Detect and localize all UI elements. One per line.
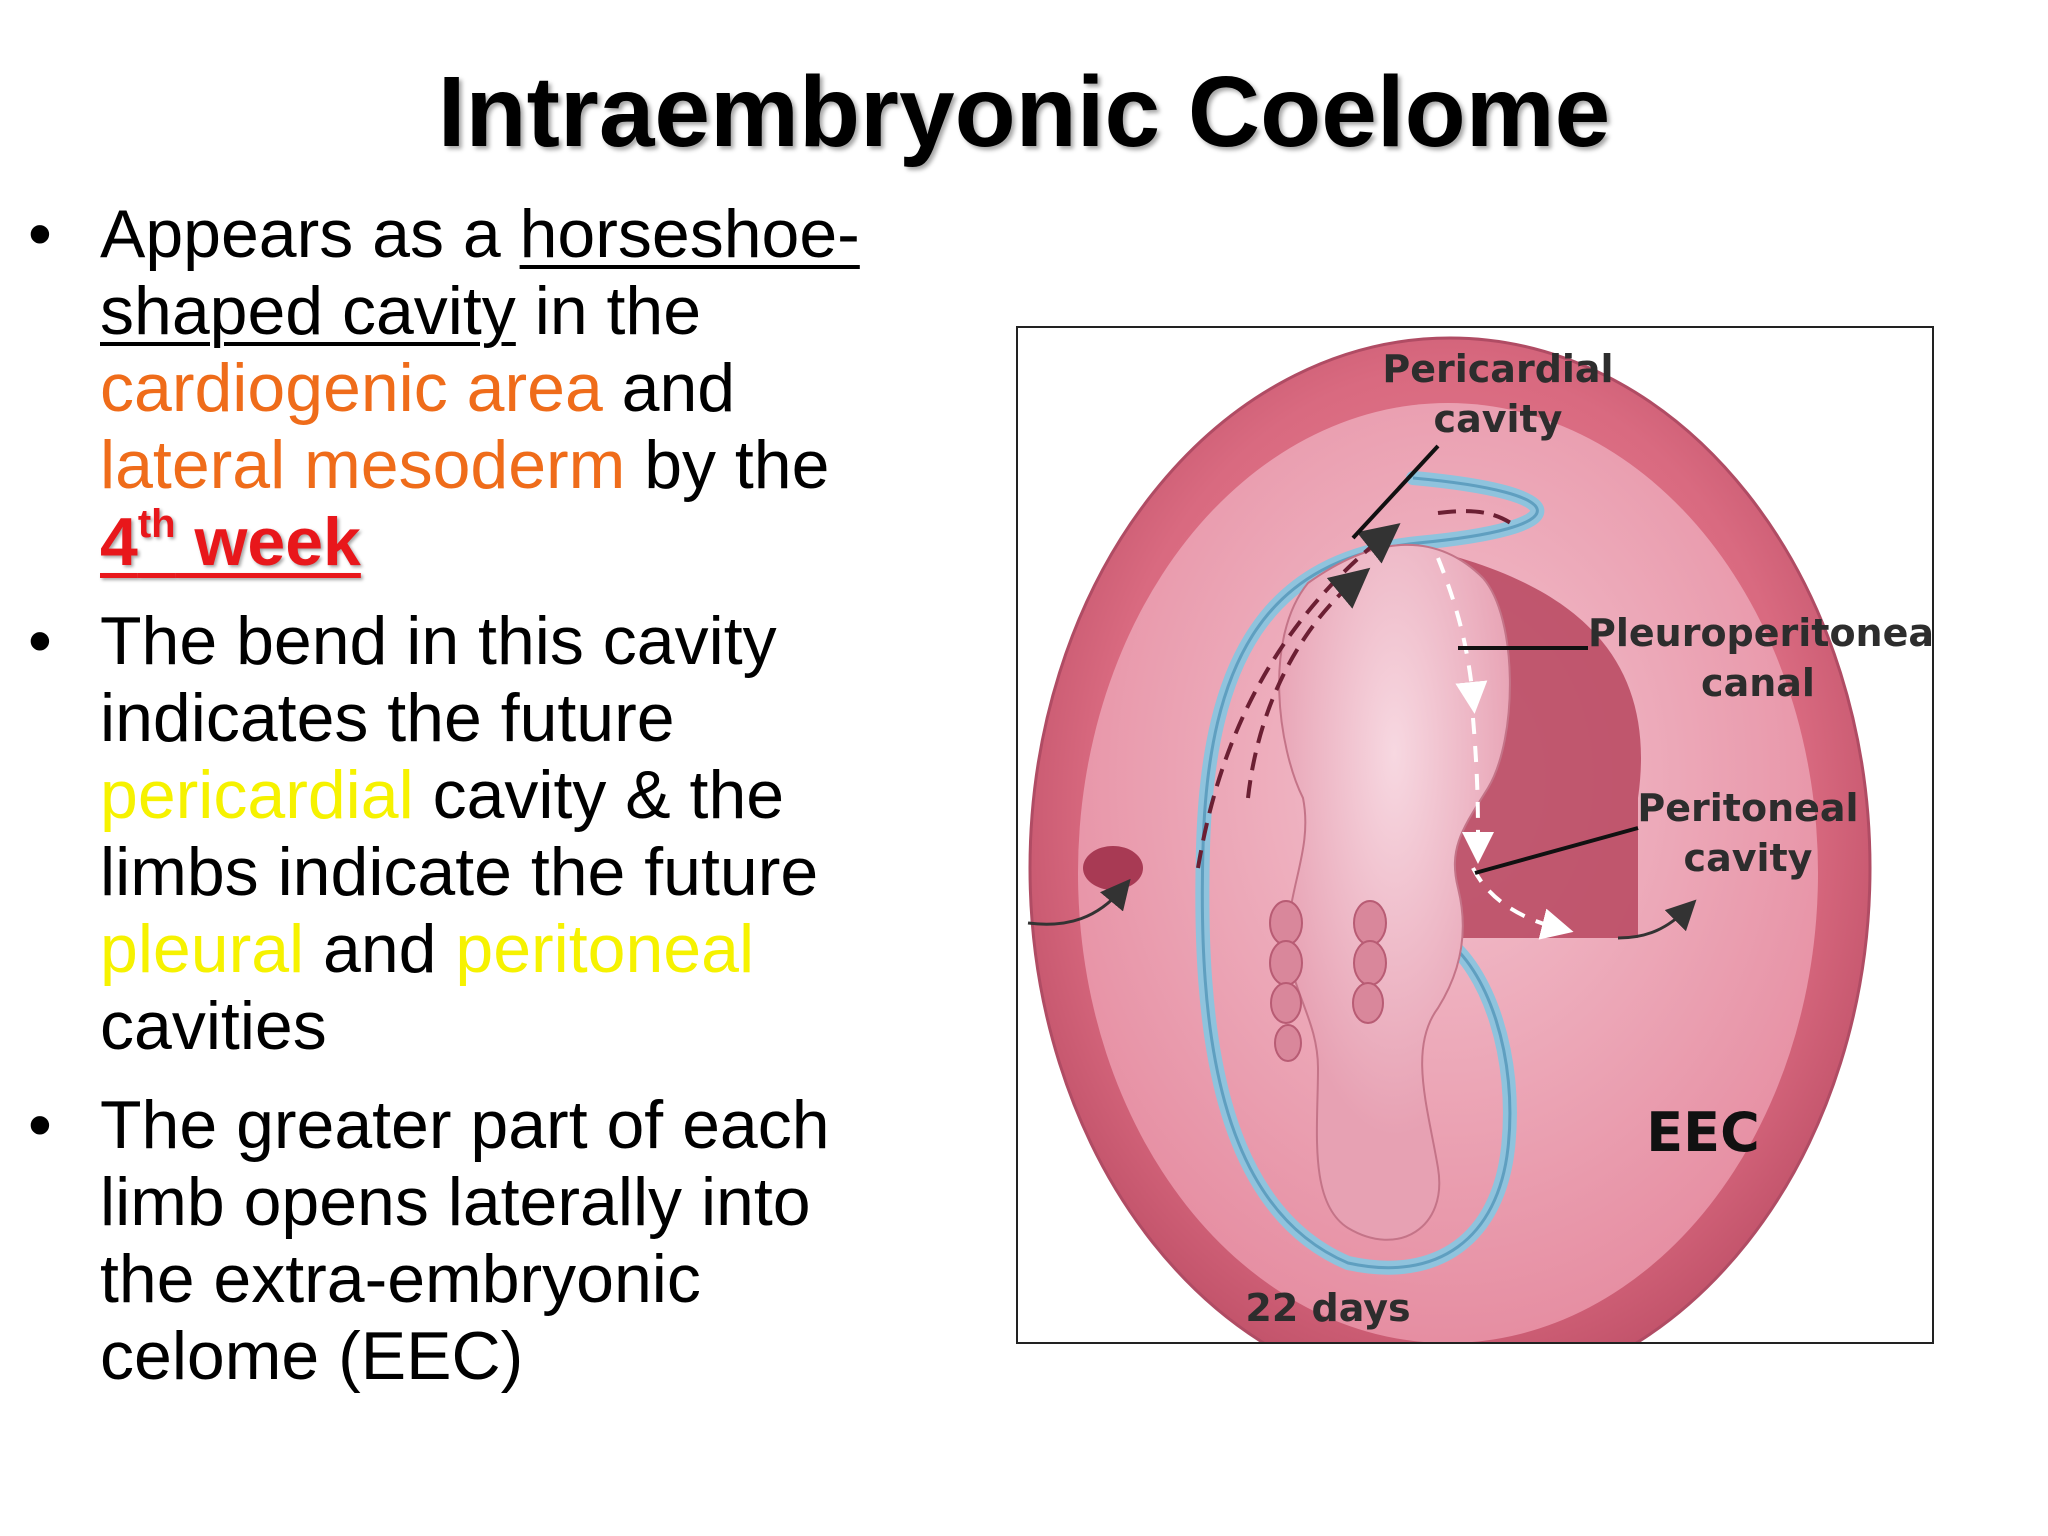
- right-exit-arrow: [1617, 899, 1697, 940]
- embryo-illustration: [1027, 336, 1872, 1342]
- bullet-text: cavities: [100, 988, 327, 1064]
- left-exit-arrow: [1027, 878, 1131, 926]
- label-eec: EEC: [1646, 1101, 1760, 1164]
- bullet-text: in the: [515, 273, 702, 349]
- label-age: 22 days: [1245, 1286, 1411, 1330]
- label-pleuroperitoneal-canal: Pleuroperitoneal canal: [1588, 611, 1934, 705]
- bullet-text: Appears as a: [100, 196, 520, 272]
- bullet-text: cavity & the limbs indicate the future: [100, 757, 819, 910]
- somites: [1269, 900, 1387, 1062]
- bullet-dot-icon: •: [28, 196, 52, 272]
- embryonic-plate: [1278, 543, 1511, 1241]
- bullet-item: • The greater part of each limb opens la…: [20, 1087, 920, 1395]
- underlined-term: horseshoe-shaped cavity: [100, 196, 860, 349]
- week-number: 4: [100, 504, 138, 580]
- bullet-text: and: [602, 350, 736, 426]
- highlight-cardiogenic: cardiogenic area: [100, 350, 603, 426]
- bullet-dot-icon: •: [28, 1087, 52, 1163]
- bullet-text: The bend in this cavity indicates the fu…: [100, 603, 777, 756]
- highlight-lateral-mesoderm: lateral mesoderm: [100, 427, 626, 503]
- bullet-dot-icon: •: [28, 603, 52, 679]
- highlight-pleural: pleural: [100, 911, 305, 987]
- bullet-text: by the: [625, 427, 830, 503]
- bullet-item: • Appears as a horseshoe-shaped cavity i…: [20, 196, 920, 581]
- week-superscript: th: [137, 502, 176, 546]
- bullet-text: and: [304, 911, 456, 987]
- embryo-diagram: Pericardial cavity Pleuroperitoneal cana…: [1016, 326, 1934, 1344]
- right-flow-arrows: [1436, 557, 1574, 940]
- label-peritoneal-cavity: Peritoneal cavity: [1637, 786, 1859, 880]
- flow-arrows: [1196, 509, 1520, 869]
- bullet-text: The greater part of each limb opens late…: [100, 1087, 830, 1394]
- bullet-item: • The bend in this cavity indicates the …: [20, 603, 920, 1065]
- pericardial-leader: [1351, 444, 1440, 540]
- bullet-list: • Appears as a horseshoe-shaped cavity i…: [20, 196, 920, 1417]
- highlight-pericardial: pericardial: [100, 757, 414, 833]
- slide-title: Intraembryonic Coelome: [437, 56, 1611, 168]
- highlight-peritoneal: peritoneal: [455, 911, 755, 987]
- left-lateral-opening: [1083, 846, 1143, 890]
- label-pericardial-cavity: Pericardial cavity: [1382, 347, 1614, 441]
- highlight-week: 4th week: [100, 504, 361, 580]
- peritoneal-leader: [1474, 826, 1639, 875]
- week-word: week: [175, 504, 361, 580]
